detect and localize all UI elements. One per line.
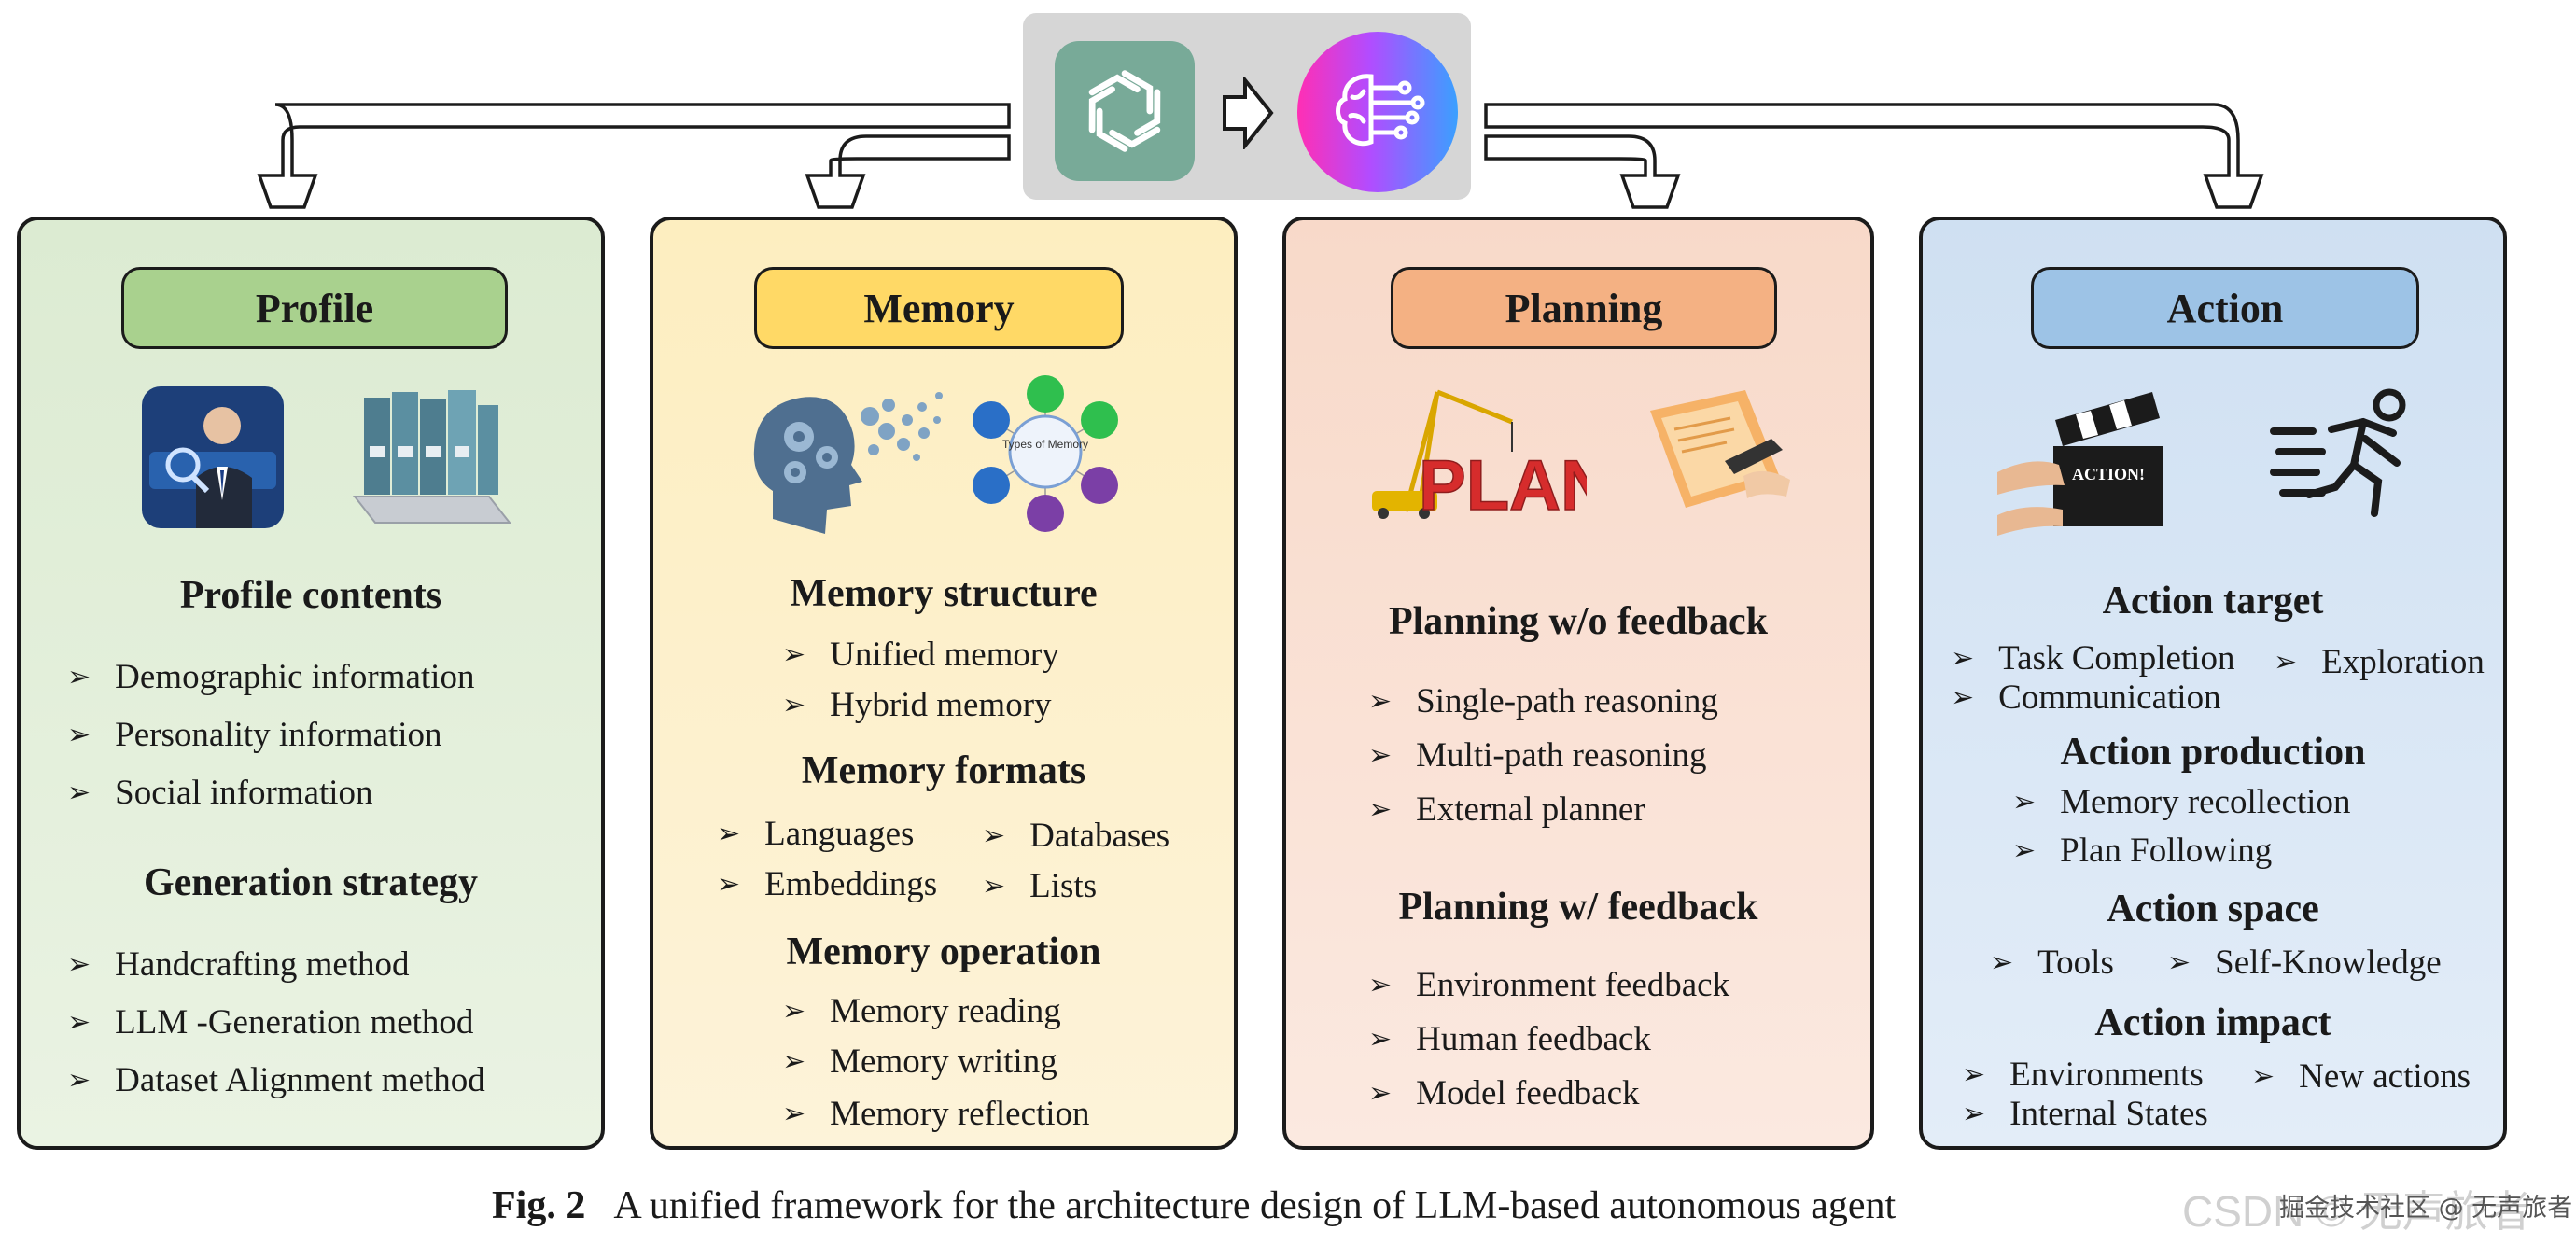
action-space-item: ➢Tools xyxy=(1990,944,2114,982)
memory-structure-heading: Memory structure xyxy=(790,572,1098,615)
action-target-item: ➢Exploration xyxy=(2274,643,2485,681)
planning-w-feedback-heading: Planning w/ feedback xyxy=(1398,886,1758,929)
action-target-item: ➢Communication xyxy=(1951,678,2221,717)
strategy-item: ➢LLM -Generation method xyxy=(67,1003,474,1042)
plan-crane-icon: PLAN xyxy=(1372,389,1587,521)
watermark-secondary: 掘金技术社区 @ 无声旅者 xyxy=(2279,1194,2573,1223)
action-space-item: ➢Self-Knowledge xyxy=(2167,944,2442,982)
planning-panel: Planning PLAN Planning w/o feedback ➢Sin… xyxy=(1282,217,1874,1150)
memory-structure-item: ➢Hybrid memory xyxy=(782,686,1052,724)
action-impact-item: ➢New actions xyxy=(2251,1057,2471,1096)
planning-wo-item: ➢Multi-path reasoning xyxy=(1368,736,1707,775)
figure-label: Fig. 2 xyxy=(492,1184,586,1227)
memory-types-icon: Types of Memory xyxy=(973,375,1118,532)
plan-paper-icon xyxy=(1650,390,1790,508)
planning-w-item: ➢Human feedback xyxy=(1368,1020,1651,1058)
action-production-item: ➢Memory recollection xyxy=(2012,783,2351,821)
svg-text:Types of Memory: Types of Memory xyxy=(1002,438,1088,451)
memory-operation-item: ➢Memory reading xyxy=(782,992,1061,1030)
planning-wo-item: ➢External planner xyxy=(1368,790,1645,829)
strategy-item: ➢Dataset Alignment method xyxy=(67,1061,485,1099)
llm-banner xyxy=(1023,13,1471,200)
profile-contents-heading: Profile contents xyxy=(179,574,442,617)
memory-operation-heading: Memory operation xyxy=(786,930,1101,973)
svg-text:PLAN: PLAN xyxy=(1419,446,1587,521)
memory-format-item: ➢Databases xyxy=(982,817,1170,855)
planning-title: Planning xyxy=(1391,267,1777,349)
memory-format-item: ➢Embeddings xyxy=(717,865,938,903)
profile-title: Profile xyxy=(121,267,508,349)
memory-title: Memory xyxy=(754,267,1124,349)
clapperboard-icon: ACTION! xyxy=(1997,392,2163,536)
figure-caption: Fig. 2 A unified framework for the archit… xyxy=(492,1183,1896,1228)
strategy-item: ➢Handcrafting method xyxy=(67,945,410,984)
memory-operation-item: ➢Memory writing xyxy=(782,1042,1057,1081)
memory-panel: Memory Types of Memory Memory structure xyxy=(650,217,1238,1150)
memory-operation-item: ➢Memory reflection xyxy=(782,1095,1090,1133)
memory-formats-heading: Memory formats xyxy=(801,749,1086,792)
svg-text:ACTION!: ACTION! xyxy=(2072,465,2145,483)
action-impact-item: ➢Environments xyxy=(1962,1056,2204,1094)
openai-logo-icon xyxy=(1055,41,1195,181)
action-target-heading: Action target xyxy=(2102,580,2324,622)
businessman-icon xyxy=(142,386,284,528)
arrow-to-profile xyxy=(257,103,1011,209)
generation-strategy-heading: Generation strategy xyxy=(143,861,479,904)
ai-brain-icon xyxy=(1297,32,1458,192)
action-space-heading: Action space xyxy=(2107,888,2319,930)
action-target-item: ➢Task Completion xyxy=(1951,639,2235,678)
planning-wo-feedback-heading: Planning w/o feedback xyxy=(1388,600,1769,643)
action-panel: Action ACTION! Action target ➢Task Compl… xyxy=(1919,217,2507,1150)
action-impact-heading: Action impact xyxy=(2094,1001,2331,1044)
memory-format-item: ➢Lists xyxy=(982,867,1098,905)
planning-w-item: ➢Environment feedback xyxy=(1368,966,1730,1004)
connector-arrows xyxy=(257,103,2264,209)
action-production-heading: Action production xyxy=(2060,731,2366,774)
planning-wo-item: ➢Single-path reasoning xyxy=(1368,682,1718,720)
arrow-to-memory xyxy=(805,134,1011,209)
arrow-to-planning xyxy=(1484,134,1681,209)
planning-w-item: ➢Model feedback xyxy=(1368,1074,1640,1112)
arrow-to-action xyxy=(1484,103,2264,209)
memory-structure-item: ➢Unified memory xyxy=(782,636,1059,674)
action-title: Action xyxy=(2031,267,2419,349)
head-gears-icon xyxy=(753,392,943,534)
memory-format-item: ➢Languages xyxy=(717,815,915,853)
action-impact-item: ➢Internal States xyxy=(1962,1095,2208,1133)
file-folders-icon xyxy=(352,390,512,524)
profile-panel: Profile Profile contents ➢Demographic in… xyxy=(17,217,605,1150)
profile-content-item: ➢Social information xyxy=(67,774,373,812)
running-man-icon xyxy=(2270,388,2406,517)
profile-content-item: ➢Demographic information xyxy=(67,658,475,696)
action-production-item: ➢Plan Following xyxy=(2012,832,2273,870)
arrow-right-icon xyxy=(1223,77,1274,149)
watermark: CSDN © 无声旅者 xyxy=(2182,1187,2531,1236)
profile-content-item: ➢Personality information xyxy=(67,716,442,754)
figure-caption-text: A unified framework for the architecture… xyxy=(613,1184,1897,1227)
